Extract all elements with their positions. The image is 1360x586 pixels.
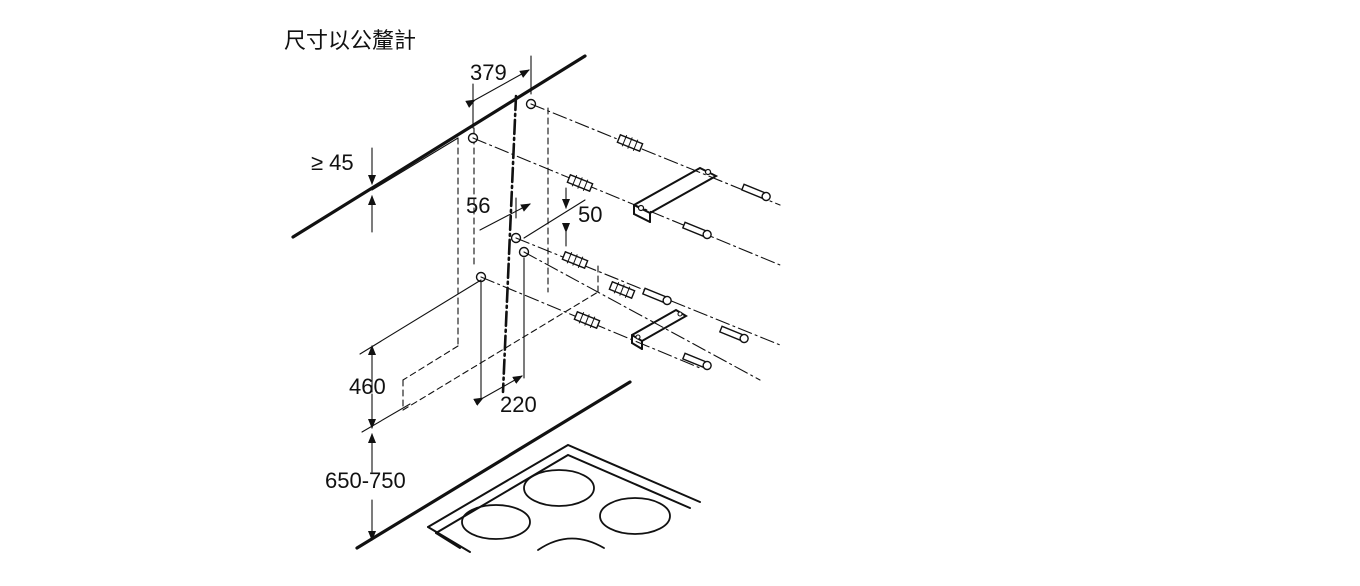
dimension-56-50: 56 50 bbox=[466, 187, 602, 247]
dimension-650-750-label: 650-750 bbox=[325, 468, 406, 493]
dimension-45-label: ≥ 45 bbox=[311, 150, 354, 175]
wall-plugs bbox=[561, 133, 644, 330]
dimension-650-750: 650-750 bbox=[325, 433, 406, 541]
dimension-460-label: 460 bbox=[349, 374, 386, 399]
dimension-460: 460 bbox=[349, 279, 482, 433]
dimension-379: 379 bbox=[465, 55, 532, 129]
center-line bbox=[501, 94, 518, 394]
dimension-379-label: 379 bbox=[470, 60, 507, 85]
mounting-holes bbox=[467, 98, 537, 283]
dimension-50-label: 50 bbox=[578, 202, 602, 227]
projection-lines bbox=[472, 103, 781, 381]
dimension-220-label: 220 bbox=[500, 392, 537, 417]
upper-bracket bbox=[633, 166, 719, 223]
screws bbox=[641, 183, 771, 371]
dimension-220: 220 bbox=[473, 257, 537, 417]
lower-bracket bbox=[631, 308, 688, 350]
ceiling-edge bbox=[291, 54, 587, 239]
cooktop bbox=[427, 443, 701, 553]
units-title: 尺寸以公釐計 bbox=[284, 28, 416, 53]
dimension-45: ≥ 45 bbox=[311, 137, 459, 233]
worktop-edge bbox=[355, 380, 632, 550]
dimension-56-label: 56 bbox=[466, 193, 490, 218]
